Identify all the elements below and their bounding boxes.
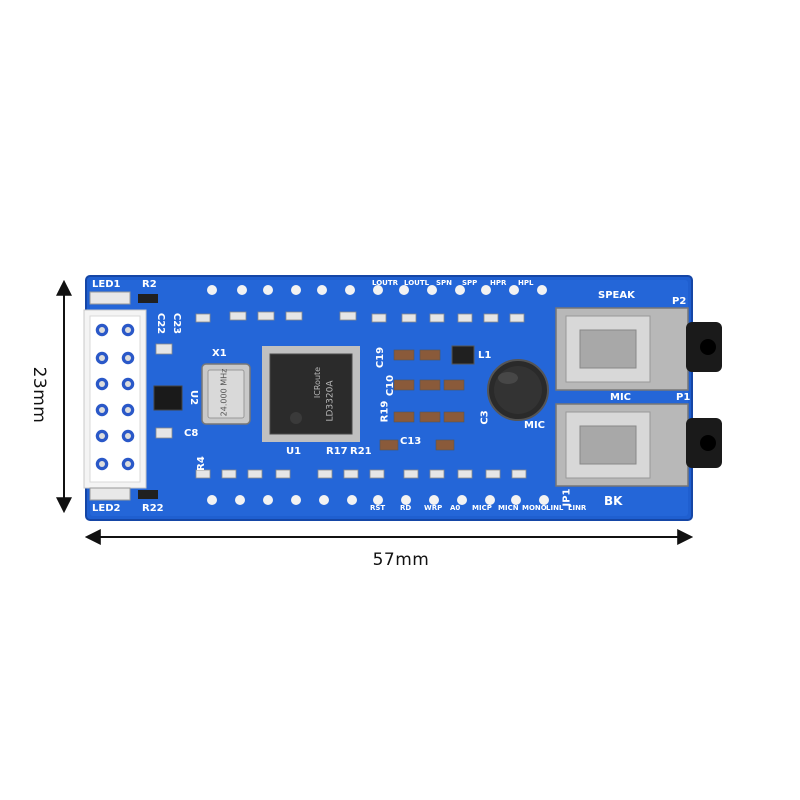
silk-mic-jack: MIC (610, 392, 632, 403)
silk-u1: U1 (286, 446, 302, 457)
top-pin-label: SPN (436, 279, 453, 287)
top-pad-row (207, 285, 547, 295)
silk-r19: R19 (379, 400, 391, 423)
bottom-pin-label: LINL (546, 504, 564, 512)
pin-header-left (83, 309, 147, 489)
silk-c13: C13 (400, 436, 422, 447)
audio-jack-mic (555, 403, 722, 487)
silk-r2: R2 (142, 279, 157, 290)
crystal-marking: 24.000 MHz (219, 368, 229, 417)
top-pin-label: HPR (490, 279, 507, 287)
silk-r22: R22 (142, 503, 164, 514)
smd-components (155, 311, 527, 479)
silk-p1: P1 (676, 392, 691, 403)
bottom-pin-label: RD (400, 504, 412, 512)
bottom-pin-label: RST (370, 504, 386, 512)
audio-jack-speaker (555, 307, 722, 391)
silk-bk: BK (604, 494, 623, 508)
silk-c23: C23 (171, 312, 183, 335)
chip-brand: ICRoute (313, 366, 323, 399)
silk-c8: C8 (184, 428, 199, 439)
silk-led2: LED2 (92, 503, 121, 514)
bottom-pin-label: LINR (568, 504, 587, 512)
bottom-pin-label: MONO (522, 504, 547, 512)
silk-speak: SPEAK (598, 290, 635, 301)
silk-c22: C22 (155, 312, 167, 335)
top-pin-label: LOUTL (404, 279, 430, 287)
silk-c19: C19 (375, 346, 387, 369)
silk-r4: R4 (195, 456, 207, 471)
led1-component (89, 291, 131, 305)
bottom-pin-label: MICN (498, 504, 519, 512)
silk-x1: X1 (212, 348, 227, 359)
ld3320a-chip (262, 346, 360, 442)
silk-u2: U2 (188, 389, 200, 406)
silk-r17: R17 (326, 446, 348, 457)
bottom-pad-row (207, 495, 549, 505)
top-pin-label: HPL (518, 279, 534, 287)
width-dimension-label: 57mm (372, 550, 430, 570)
silk-mic-label: MIC (524, 420, 546, 431)
silk-r21: R21 (350, 446, 372, 457)
led2-component (89, 487, 131, 501)
chip-model: LD3320A (325, 380, 336, 422)
top-pin-label: SPP (462, 279, 478, 287)
silk-p2: P2 (672, 296, 687, 307)
bottom-pin-label: WRP (424, 504, 443, 512)
bottom-pin-label: MICP (472, 504, 492, 512)
top-pin-label: LOUTR (372, 279, 399, 287)
silk-c10: C10 (385, 374, 397, 397)
u2-regulator (153, 385, 183, 411)
silk-l1: L1 (478, 350, 492, 361)
bottom-pin-label: A0 (450, 504, 461, 512)
silk-c3: C3 (479, 410, 491, 425)
silk-led1: LED1 (92, 279, 121, 290)
